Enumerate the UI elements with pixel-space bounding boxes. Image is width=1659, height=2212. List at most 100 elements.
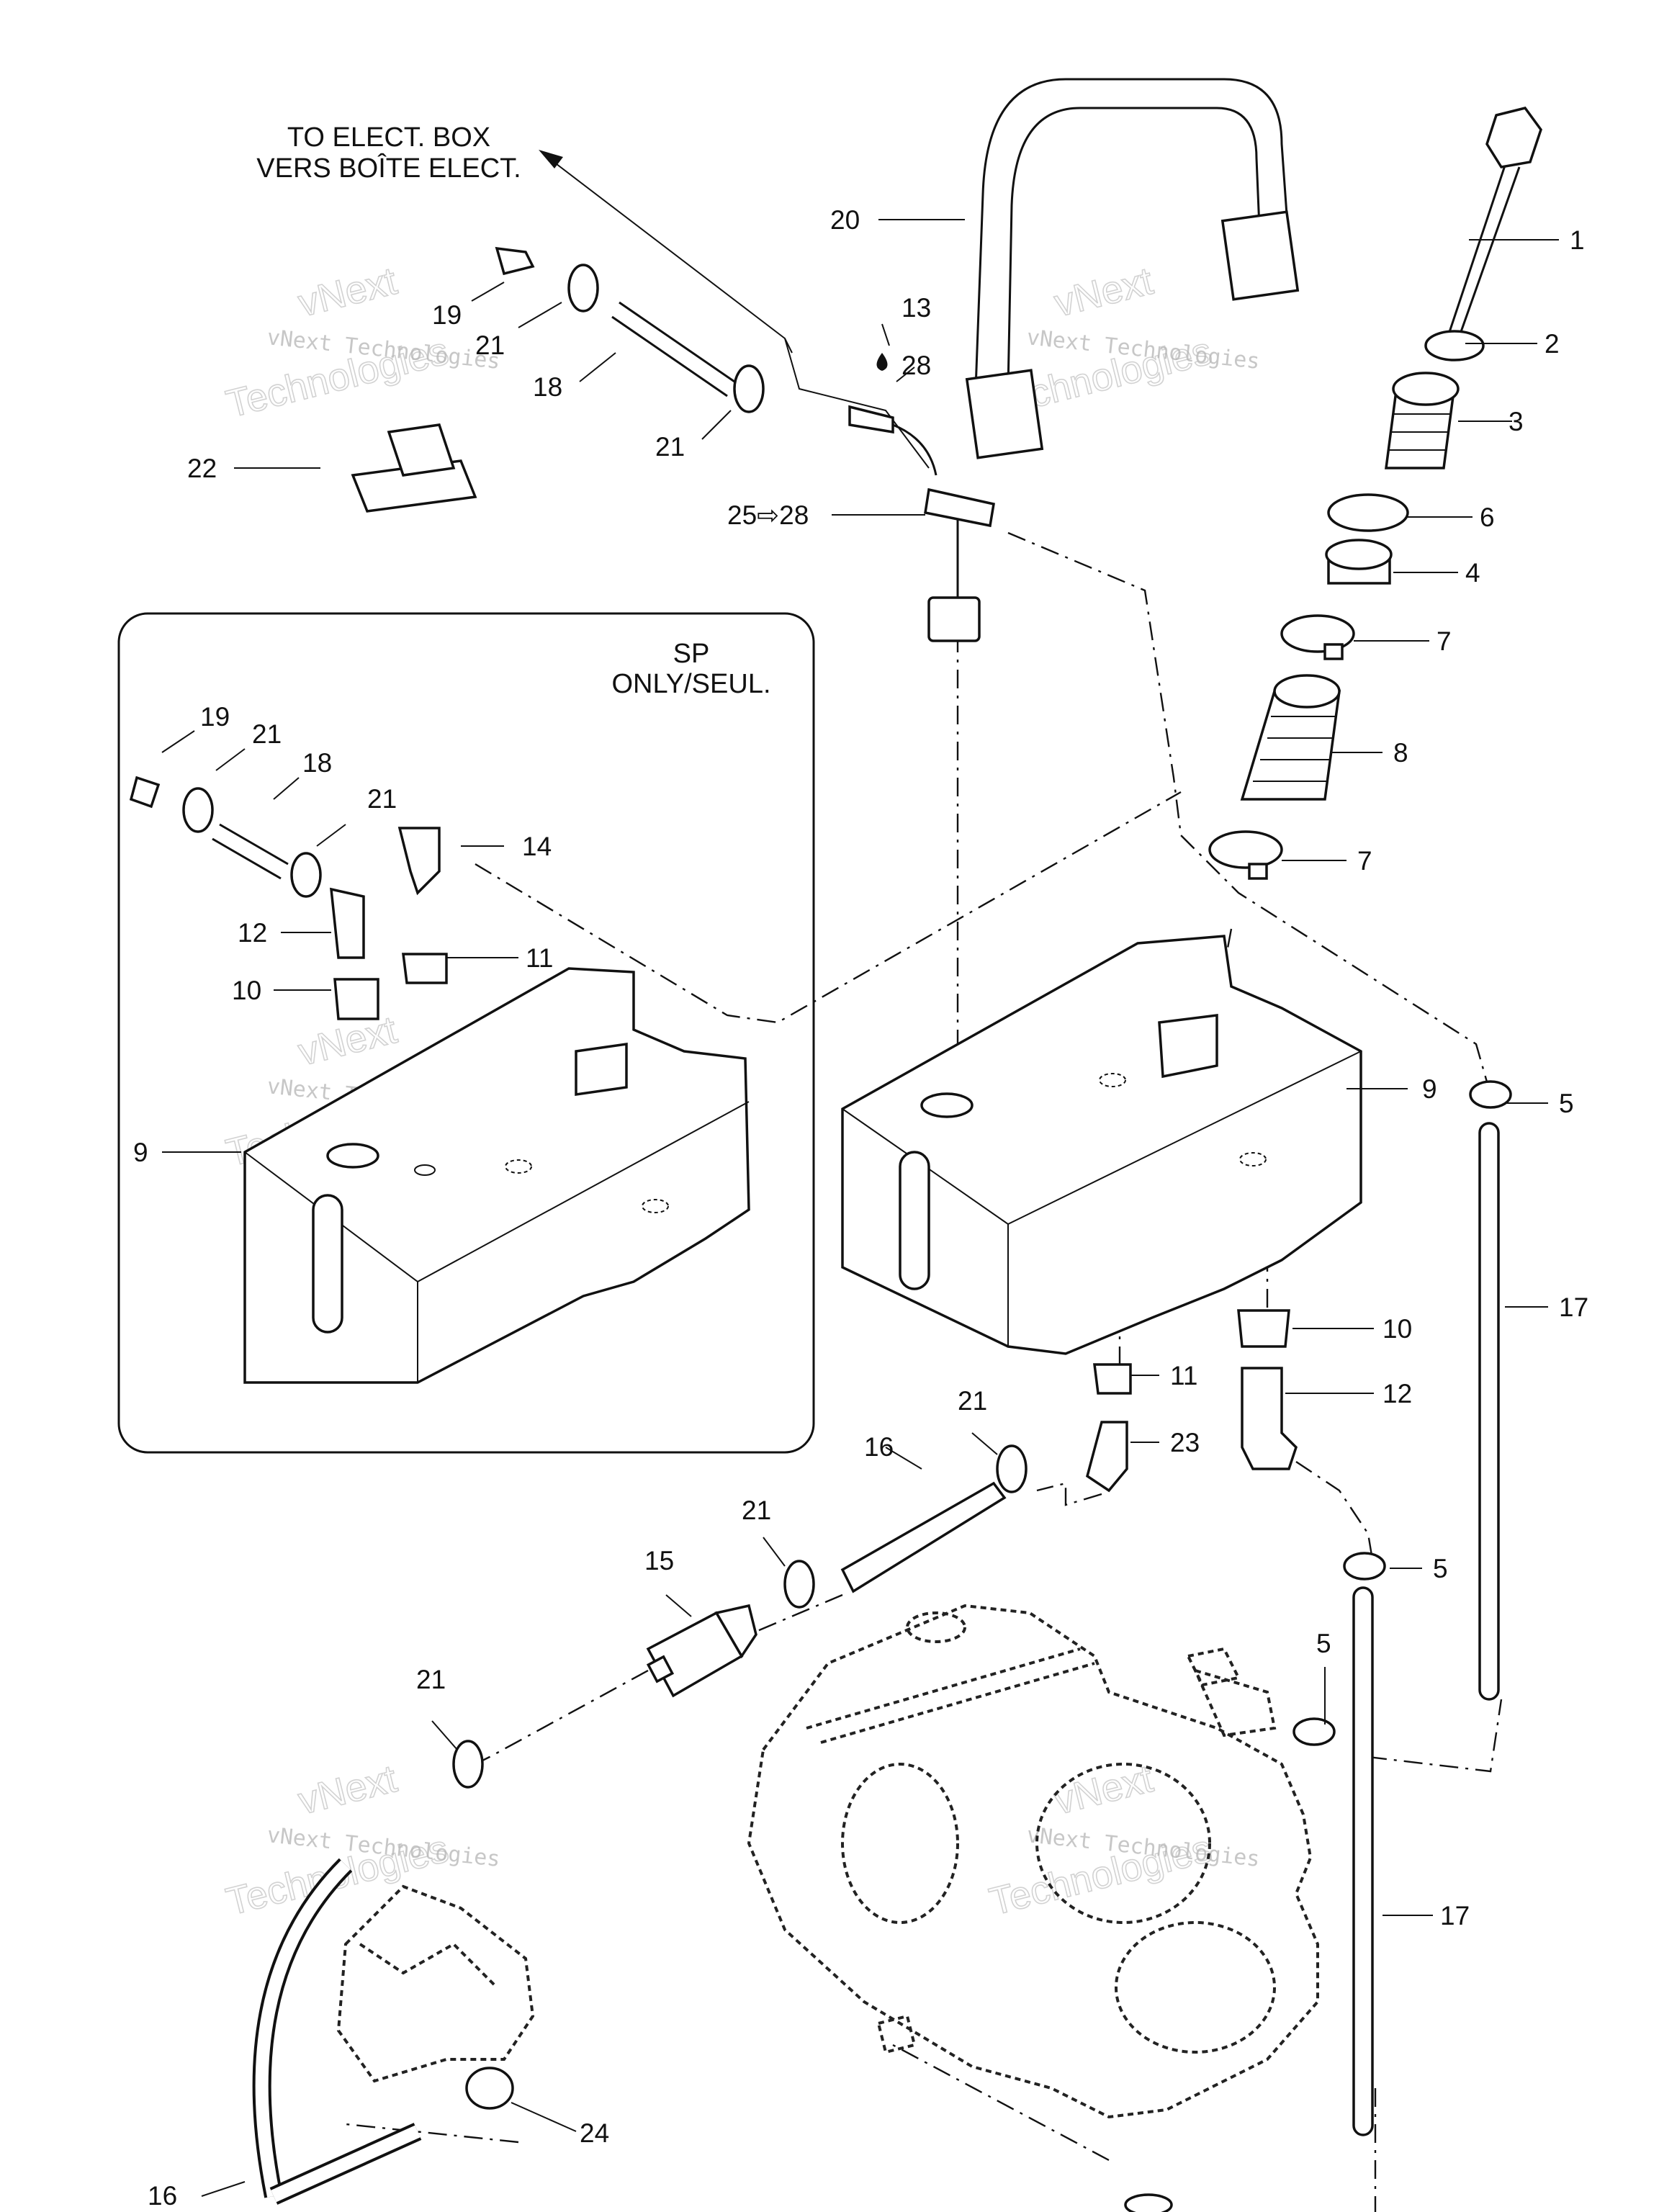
clamp-21 xyxy=(996,1444,1028,1493)
clamp-5 xyxy=(1343,1552,1386,1581)
watermark-text: vNext xyxy=(294,259,400,325)
part-label-6: 6 xyxy=(1480,503,1495,532)
part-label-14: 14 xyxy=(522,832,552,861)
part-label-8: 8 xyxy=(1393,738,1408,768)
note-to-elect-box: TO ELECT. BOX xyxy=(287,122,490,153)
clamp-21 xyxy=(290,852,322,898)
part-labels: 1 2 3 6 4 7 8 7 9 5 17 10 11 12 23 5 5 1… xyxy=(133,205,1588,2211)
clamp-21 xyxy=(567,264,599,313)
engine-phantom xyxy=(747,1604,1319,2119)
inset-connector-line xyxy=(475,791,1182,1024)
part-label-22: 22 xyxy=(187,454,217,483)
clamp-21 xyxy=(182,787,214,833)
part-label-12-right: 12 xyxy=(1382,1379,1412,1408)
part-label-4: 4 xyxy=(1465,558,1480,588)
grommet-10 xyxy=(333,978,379,1020)
part-label-21-inset-b: 21 xyxy=(367,784,397,814)
part-label-19-inset: 19 xyxy=(200,702,230,732)
fuel-line-assembly xyxy=(252,1444,1028,2205)
watermark-top-right: vNext vNext Technologies Technologies xyxy=(985,258,1262,426)
nut xyxy=(1325,539,1393,585)
check-valve-19 xyxy=(129,775,161,809)
o-ring xyxy=(1424,330,1485,361)
part-label-21-hose-left: 21 xyxy=(742,1496,771,1525)
connector-28 xyxy=(848,405,894,434)
part-label-20: 20 xyxy=(830,205,860,235)
part-label-18-inset: 18 xyxy=(302,748,332,778)
part-label-13: 13 xyxy=(902,293,931,323)
part-label-17-upper: 17 xyxy=(1559,1292,1588,1322)
fuel-filter-15 xyxy=(646,1604,757,1698)
part-label-15: 15 xyxy=(644,1546,674,1575)
fuel-hose-16 xyxy=(840,1481,1007,1593)
elect-box-line xyxy=(547,156,793,354)
part-label-5-lower: 5 xyxy=(1316,1629,1331,1658)
vent-line xyxy=(1007,531,1492,1095)
outlet-to-hose-line xyxy=(1036,1482,1102,1506)
clamp-24 xyxy=(465,2067,514,2110)
grommet-10 xyxy=(1237,1309,1290,1348)
gasket xyxy=(1327,493,1409,532)
grommet-11 xyxy=(402,953,448,984)
hose-clamp-lower xyxy=(1208,830,1283,880)
fuel-pickup-assembly xyxy=(848,353,995,642)
elbow-12 xyxy=(1241,1367,1298,1470)
arrow-head-icon xyxy=(539,150,563,168)
watermark-text: vNext xyxy=(294,1757,400,1823)
part-label-11-right: 11 xyxy=(1170,1361,1197,1390)
engine-bottom-line xyxy=(892,2044,1110,2162)
sealant-drop-icon xyxy=(876,353,888,371)
part-label-3: 3 xyxy=(1509,407,1524,436)
watermark-top-left: vNext vNext Technologies Technologies xyxy=(222,258,502,426)
part-label-21-hose-right: 21 xyxy=(958,1386,987,1416)
vent-hose-route xyxy=(784,338,930,469)
part-label-9-inset: 9 xyxy=(133,1138,148,1167)
part-label-10-right: 10 xyxy=(1382,1314,1412,1344)
vent-hose-top xyxy=(495,246,765,413)
grommet-11 xyxy=(1093,1363,1132,1395)
part-label-7-upper: 7 xyxy=(1437,626,1452,656)
vent-hose-17 xyxy=(1352,1586,1374,2136)
elbow-23 xyxy=(1085,1421,1128,1493)
filter-to-clamp-line xyxy=(460,1669,649,1773)
filler-assembly xyxy=(1208,107,1542,880)
elbow-12 xyxy=(330,887,365,959)
fuel-tank-main xyxy=(841,935,1362,1355)
part-label-21-filter: 21 xyxy=(416,1665,446,1694)
note-vers-boite-elect: VERS BOÎTE ELECT. xyxy=(256,153,521,184)
note-only-seul: ONLY/SEUL. xyxy=(611,669,770,699)
fuel-tank-inset xyxy=(243,967,750,1384)
tank-strap-handle xyxy=(965,78,1300,459)
clamp-5 xyxy=(1469,1080,1512,1109)
part-label-24: 24 xyxy=(580,2118,609,2148)
fuel-pump-phantom xyxy=(336,1884,535,2083)
filler-neck xyxy=(1385,372,1460,469)
clamp-21 xyxy=(733,364,765,413)
engine-return-line xyxy=(1367,1699,1503,1773)
elbow-14 xyxy=(397,827,441,896)
sp-inset-box xyxy=(117,612,815,1454)
part-label-16-upper: 16 xyxy=(864,1432,894,1462)
clamp-5 xyxy=(1292,1717,1336,1746)
hose-clamp-upper xyxy=(1280,614,1355,660)
part-label-18-top: 18 xyxy=(533,372,562,402)
part-label-23: 23 xyxy=(1170,1428,1200,1457)
part-label-28: 28 xyxy=(902,351,931,380)
watermark-text: vNext xyxy=(1050,259,1156,325)
part-label-7-lower: 7 xyxy=(1357,846,1372,876)
pump-line xyxy=(345,2123,519,2144)
part-label-21-inset-a: 21 xyxy=(252,719,282,749)
check-valve-19 xyxy=(495,246,535,276)
filler-hose xyxy=(1240,674,1341,801)
leader-lines xyxy=(161,219,1559,2197)
part-label-5-mid: 5 xyxy=(1433,1554,1448,1583)
clip-22 xyxy=(351,423,477,513)
part-label-16-lower: 16 xyxy=(148,2181,177,2211)
watermark-bottom-right: vNext vNext Technologies Technologies xyxy=(985,1756,1262,1924)
clamp-21 xyxy=(452,1740,484,1789)
part-label-25-28: 25⇨28 xyxy=(727,500,809,530)
part-label-19-top: 19 xyxy=(432,300,462,330)
part-label-5-top: 5 xyxy=(1559,1089,1574,1118)
part-label-11-inset: 11 xyxy=(526,943,553,973)
